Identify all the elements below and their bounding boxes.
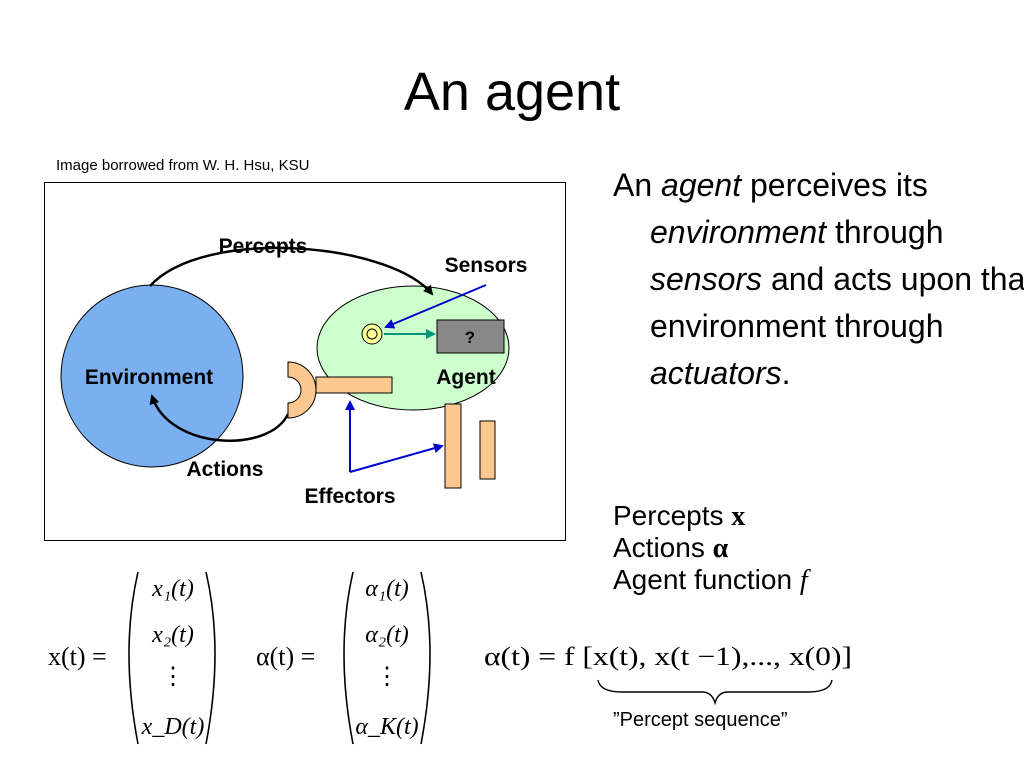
percept-sequence-brace [597, 679, 833, 706]
actions-arrow [149, 394, 290, 442]
definition-term-environment: environment [650, 214, 827, 250]
x-right-paren [205, 571, 216, 745]
x-left-paren [128, 571, 139, 745]
sensor-icon [361, 323, 383, 345]
arm-effector [315, 376, 393, 394]
definition-term-actuators: actuators [650, 355, 782, 391]
definition-text-4: and acts upon that environment through [650, 261, 1024, 344]
definition-term-agent: agent [661, 167, 742, 203]
leg-effector-right [479, 420, 496, 480]
actions-label: Actions [186, 458, 263, 481]
x-entry-ellipsis: ⋮ [161, 664, 185, 690]
gripper-effector [287, 361, 317, 419]
symbol-definitions: Percepts x Actions α Agent function f [613, 500, 808, 596]
definition-term-sensors: sensors [650, 261, 763, 297]
alpha-right-paren [420, 571, 431, 745]
percepts-label: Percepts [219, 235, 308, 258]
alpha-entry-2: α₂(t) [365, 622, 409, 648]
effectors-label: Effectors [304, 485, 395, 508]
percepts-arrow [149, 246, 434, 296]
definition-text-5: . [781, 355, 791, 391]
definition-text-3: through [826, 214, 944, 250]
agent-environment-diagram: Percepts Sensors Environment Agent ? Act… [44, 182, 566, 541]
environment-label: Environment [85, 366, 213, 389]
leg-effector-left [444, 403, 462, 489]
agent-function-mapping: α(t) = f [x(t), x(t −1),..., x(0)] [484, 642, 852, 671]
agent-label: Agent [436, 366, 496, 389]
alpha-entry-last: α_K(t) [355, 714, 418, 740]
actions-definition: Actions α [613, 532, 729, 564]
definition-text-1: An [613, 167, 662, 203]
unknown-box [436, 319, 505, 354]
x-entry-1: x₁(t) [151, 576, 194, 602]
percepts-symbol: x [731, 501, 746, 532]
equations: x(t) = x₁(t) x₂(t) ⋮ x_D(t) α(t) = α₁(t)… [48, 571, 852, 745]
sensors-pointer [384, 284, 487, 329]
unknown-box-label: ? [465, 328, 475, 347]
sensors-label: Sensors [445, 254, 528, 277]
percept-sequence-caption: ”Percept sequence” [613, 709, 788, 731]
alpha-entry-1: α₁(t) [365, 576, 409, 602]
alpha-vector-lhs: α(t) = [256, 642, 315, 671]
definition-text-2: perceives its [741, 167, 928, 203]
agent-function-symbol: f [799, 565, 808, 596]
alpha-left-paren [343, 571, 354, 745]
image-credit: Image borrowed from W. H. Hsu, KSU [56, 157, 310, 174]
agent-definition: An agent perceives its environment throu… [613, 162, 1024, 397]
slide-title: An agent [403, 62, 621, 122]
x-vector-lhs: x(t) = [48, 642, 107, 671]
actions-symbol: α [712, 533, 729, 564]
x-entry-last: x_D(t) [141, 714, 205, 740]
alpha-entry-ellipsis: ⋮ [375, 664, 399, 690]
percepts-definition: Percepts x [613, 500, 746, 532]
effectors-pointer-leg [349, 443, 444, 473]
agent-function-definition: Agent function f [613, 564, 808, 596]
x-entry-2: x₂(t) [151, 622, 194, 648]
